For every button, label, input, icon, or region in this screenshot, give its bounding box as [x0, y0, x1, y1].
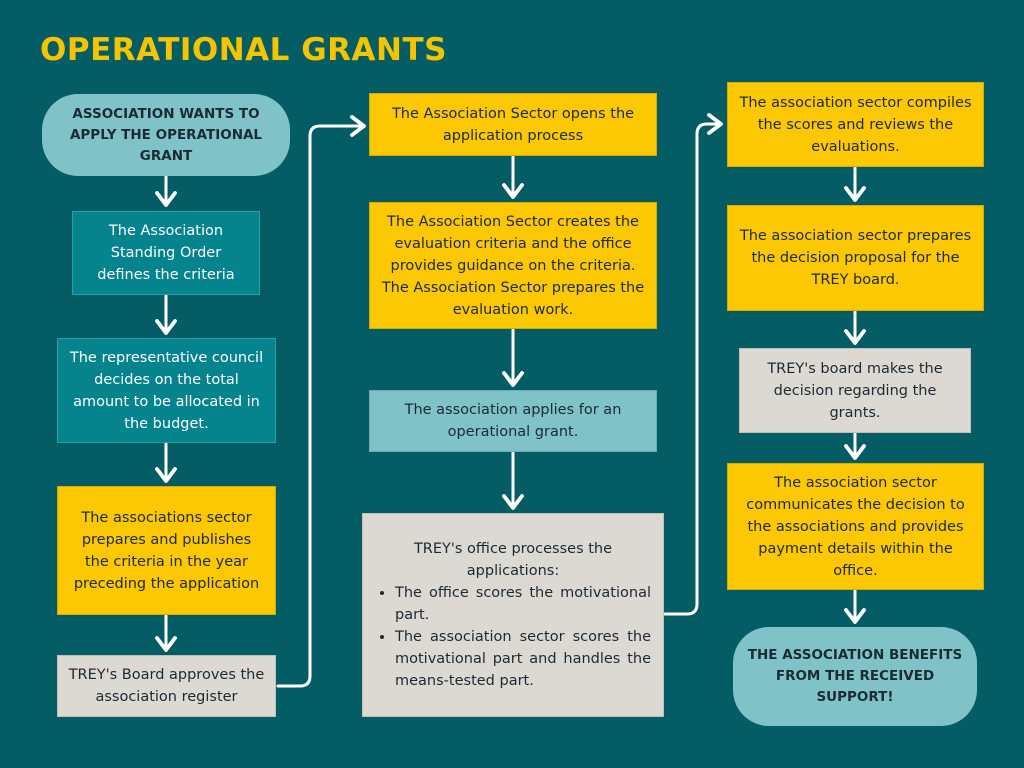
applies-grant-label: The association applies for an operation…: [404, 402, 622, 440]
arrow-col1-to-col2: [276, 115, 366, 688]
applies-grant-step: The association applies for an operation…: [369, 390, 657, 452]
standing-order-label: The Association Standing Order defines t…: [97, 223, 235, 283]
office-processes-list: The office scores the motivational part.…: [375, 582, 651, 692]
page-title: OPERATIONAL GRANTS: [40, 32, 447, 68]
publish-criteria-label: The associations sector prepares and pub…: [73, 509, 260, 592]
board-approves-register-step: TREY's Board approves the association re…: [57, 655, 276, 717]
board-decision-label: TREY's board makes the decision regardin…: [767, 360, 943, 421]
evaluation-criteria-step: The Association Sector creates the evalu…: [369, 202, 657, 329]
start-node-label: ASSOCIATION WANTS TO APPLY THE OPERATION…: [69, 105, 263, 164]
end-node-label: THE ASSOCIATION BENEFITS FROM THE RECEIV…: [747, 647, 963, 705]
office-processes-bullet: The office scores the motivational part.: [395, 582, 651, 626]
council-budget-label: The representative council decides on th…: [69, 349, 264, 432]
opens-application-label: The Association Sector opens the applica…: [391, 105, 635, 144]
communicates-decision-step: The association sector communicates the …: [727, 463, 984, 590]
board-approves-register-label: TREY's Board approves the association re…: [68, 667, 265, 705]
council-budget-step: The representative council decides on th…: [57, 338, 276, 443]
decision-proposal-label: The association sector prepares the deci…: [739, 228, 972, 288]
compiles-scores-step: The association sector compiles the scor…: [727, 82, 984, 167]
start-node: ASSOCIATION WANTS TO APPLY THE OPERATION…: [42, 94, 290, 176]
communicates-decision-label: The association sector communicates the …: [746, 474, 965, 579]
decision-proposal-step: The association sector prepares the deci…: [727, 205, 984, 311]
end-node: THE ASSOCIATION BENEFITS FROM THE RECEIV…: [733, 627, 977, 726]
evaluation-criteria-label: The Association Sector creates the evalu…: [381, 213, 645, 318]
arrow-col2-to-col3: [663, 113, 723, 616]
office-processes-step: TREY's office processes the applications…: [362, 513, 664, 717]
office-processes-intro: TREY's office processes the applications…: [413, 541, 613, 579]
board-decision-step: TREY's board makes the decision regardin…: [739, 348, 971, 433]
compiles-scores-label: The association sector compiles the scor…: [739, 94, 972, 155]
publish-criteria-step: The associations sector prepares and pub…: [57, 486, 276, 615]
standing-order-step: The Association Standing Order defines t…: [72, 211, 260, 295]
office-processes-bullet: The association sector scores the motiva…: [395, 626, 651, 692]
opens-application-step: The Association Sector opens the applica…: [369, 93, 657, 156]
